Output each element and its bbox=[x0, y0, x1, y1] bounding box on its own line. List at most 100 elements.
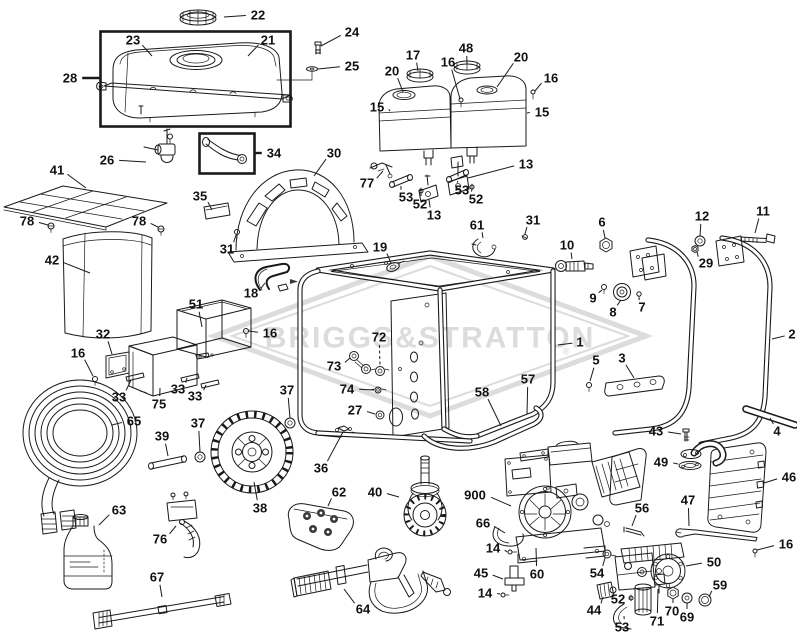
callout-52-31: 52 bbox=[469, 188, 483, 207]
callout-22-0: 22 bbox=[223, 8, 265, 23]
leader-line bbox=[467, 165, 515, 179]
callout-57-46: 57 bbox=[521, 372, 535, 415]
screw-5 bbox=[586, 382, 592, 392]
callout-label: 16 bbox=[441, 55, 455, 70]
leader-line bbox=[378, 344, 381, 367]
callout-label: 52 bbox=[611, 592, 625, 607]
clamps-33 bbox=[125, 372, 220, 389]
leader-line bbox=[376, 170, 384, 179]
callout-label: 8 bbox=[609, 305, 616, 320]
callout-label: 42 bbox=[45, 253, 59, 268]
callout-66-73: 66 bbox=[476, 516, 506, 534]
callout-label: 10 bbox=[560, 238, 574, 253]
callout-76-67: 76 bbox=[153, 525, 177, 547]
leader-line bbox=[428, 199, 431, 208]
callout-46-91: 46 bbox=[763, 470, 796, 485]
battery-75 bbox=[128, 336, 198, 397]
callout-19-16: 19 bbox=[373, 240, 392, 264]
leader-line bbox=[198, 311, 203, 328]
leader-line bbox=[416, 62, 419, 72]
callout-label: 14 bbox=[478, 586, 493, 601]
callout-label: 25 bbox=[345, 59, 359, 74]
leader-line bbox=[223, 14, 246, 18]
callout-label: 40 bbox=[368, 485, 382, 500]
fuel-tank-assembly bbox=[96, 9, 322, 128]
callout-77-26: 77 bbox=[360, 170, 384, 191]
callout-27-51: 27 bbox=[348, 403, 376, 418]
skid-58 bbox=[421, 405, 544, 451]
nut-6 bbox=[599, 237, 613, 253]
leader-line bbox=[602, 557, 606, 567]
callout-4-93: 4 bbox=[769, 417, 781, 439]
callout-69-84: 69 bbox=[680, 603, 694, 625]
leader-line bbox=[84, 359, 94, 377]
leader-line bbox=[326, 431, 344, 462]
callout-62-69: 62 bbox=[327, 485, 346, 507]
callout-78-11: 78 bbox=[20, 214, 49, 229]
callout-36-52: 36 bbox=[314, 431, 344, 476]
callout-16-92: 16 bbox=[756, 537, 793, 552]
callout-53-30: 53 bbox=[455, 180, 469, 198]
leader-line bbox=[207, 201, 213, 211]
callout-label: 34 bbox=[267, 146, 282, 161]
leader-line bbox=[496, 62, 514, 88]
callout-58-47: 58 bbox=[475, 385, 502, 427]
callout-label: 39 bbox=[155, 429, 169, 444]
handle-tube-center bbox=[612, 237, 697, 436]
leader-line bbox=[668, 431, 682, 435]
callout-label: 13 bbox=[519, 157, 533, 172]
leader-line bbox=[490, 496, 512, 507]
watermark-text: BRIGGS&STRATTON bbox=[265, 322, 596, 355]
callout-2-42: 2 bbox=[771, 327, 796, 342]
callout-label: 33 bbox=[112, 390, 126, 405]
callout-label: 70 bbox=[665, 604, 679, 619]
wrench-47 bbox=[675, 528, 758, 542]
bracket-18 bbox=[254, 262, 298, 292]
fitting-69 bbox=[681, 592, 693, 604]
spray-gun-64 bbox=[290, 547, 451, 614]
leader-line bbox=[203, 384, 207, 391]
washer-12 bbox=[694, 235, 706, 247]
engine-900 bbox=[504, 440, 647, 564]
callout-label: 3 bbox=[618, 351, 625, 366]
callout-label: 49 bbox=[654, 455, 668, 470]
callout-59-85: 59 bbox=[708, 578, 727, 598]
callout-75-60: 75 bbox=[152, 387, 166, 412]
callout-label: 22 bbox=[251, 8, 265, 23]
callout-42-14: 42 bbox=[45, 253, 91, 274]
fuel-tanks-15 bbox=[378, 60, 536, 166]
bolt-11 bbox=[740, 233, 776, 244]
callout-16-20: 16 bbox=[441, 55, 461, 100]
leader-line bbox=[687, 507, 690, 527]
callout-53-27: 53 bbox=[399, 185, 413, 205]
callout-15-23: 15 bbox=[370, 100, 391, 115]
wheel-38 bbox=[210, 410, 294, 494]
callout-53-81: 53 bbox=[615, 615, 629, 632]
callout-48-18: 48 bbox=[459, 41, 473, 65]
fitting-44 bbox=[596, 581, 617, 600]
callout-label: 33 bbox=[188, 389, 202, 404]
leader-line bbox=[451, 69, 461, 100]
callout-18-15: 18 bbox=[244, 282, 266, 301]
callout-label: 37 bbox=[280, 383, 294, 398]
callout-label: 23 bbox=[126, 33, 140, 48]
callout-label: 37 bbox=[191, 416, 205, 431]
leader-line bbox=[98, 514, 110, 526]
leader-line bbox=[673, 462, 679, 465]
fitting-77 bbox=[369, 162, 393, 179]
callout-20-19: 20 bbox=[385, 64, 404, 93]
leader-line bbox=[524, 226, 528, 235]
callout-34-7: 34 bbox=[255, 146, 282, 161]
callout-label: 59 bbox=[713, 578, 727, 593]
callout-49-90: 49 bbox=[654, 455, 679, 470]
leader-line bbox=[656, 588, 659, 614]
callout-63-66: 63 bbox=[98, 503, 126, 526]
leader-line bbox=[763, 478, 778, 484]
callout-52-28: 52 bbox=[413, 191, 427, 212]
caster-40 bbox=[403, 455, 447, 537]
callout-label: 43 bbox=[649, 424, 663, 439]
callout-label: 17 bbox=[406, 48, 420, 63]
callout-17-17: 17 bbox=[406, 48, 420, 72]
leader-line bbox=[570, 252, 573, 260]
